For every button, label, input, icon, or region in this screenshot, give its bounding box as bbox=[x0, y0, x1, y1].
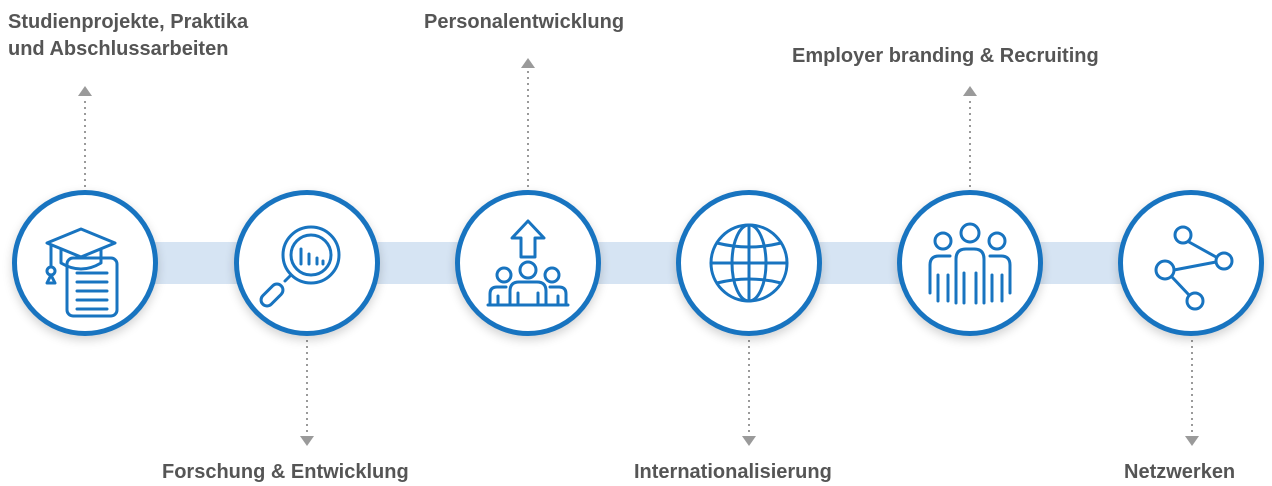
label-forschung: Forschung & Entwicklung bbox=[162, 459, 409, 486]
label-line: Personalentwicklung bbox=[424, 11, 625, 33]
step-node-employer-branding bbox=[897, 190, 1043, 336]
label-internationalisierung: Internationalisierung bbox=[634, 459, 832, 486]
label-employer-branding: Employer branding & Recruiting bbox=[792, 43, 1099, 70]
network-nodes-icon bbox=[1154, 225, 1234, 311]
step-node-forschung bbox=[234, 190, 380, 336]
step-node-netzwerken bbox=[1118, 190, 1264, 336]
label-line: Internationalisierung bbox=[634, 461, 832, 483]
arrow-up-icon bbox=[521, 58, 535, 68]
arrow-down-icon bbox=[742, 436, 756, 446]
arrow-up-icon bbox=[78, 86, 92, 96]
step-node-studienprojekte bbox=[12, 190, 158, 336]
people-growth-arrow-icon bbox=[486, 219, 570, 307]
label-line: Netzwerken bbox=[1124, 461, 1236, 483]
label-line: Employer branding & Recruiting bbox=[792, 45, 1099, 67]
arrow-down-icon bbox=[300, 436, 314, 446]
arrow-up-icon bbox=[963, 86, 977, 96]
graduation-cap-document-icon bbox=[45, 227, 119, 318]
team-people-icon bbox=[928, 222, 1012, 305]
magnifier-chart-icon bbox=[259, 225, 341, 308]
label-studienprojekte: Studienprojekte, Praktika und Abschlussa… bbox=[8, 9, 248, 63]
step-node-internationalisierung bbox=[676, 190, 822, 336]
label-line: Forschung & Entwicklung bbox=[162, 461, 409, 483]
arrow-down-icon bbox=[1185, 436, 1199, 446]
label-line: Studienprojekte, Praktika bbox=[8, 11, 249, 33]
label-personalentwicklung: Personalentwicklung bbox=[424, 9, 624, 36]
step-node-personalentwicklung bbox=[455, 190, 601, 336]
globe-icon bbox=[709, 223, 789, 303]
label-netzwerken: Netzwerken bbox=[1124, 459, 1235, 486]
label-line: und Abschlussarbeiten bbox=[8, 38, 229, 60]
